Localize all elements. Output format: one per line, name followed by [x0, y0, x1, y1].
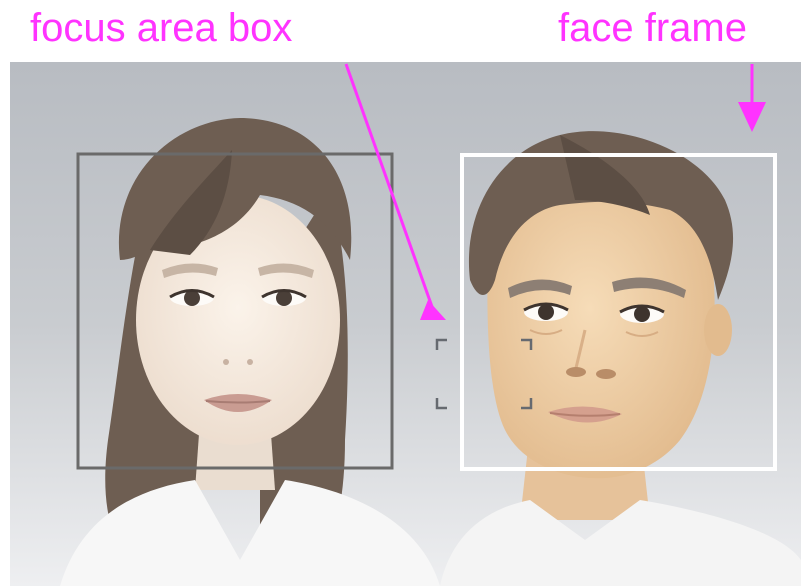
- illustration: [0, 0, 801, 586]
